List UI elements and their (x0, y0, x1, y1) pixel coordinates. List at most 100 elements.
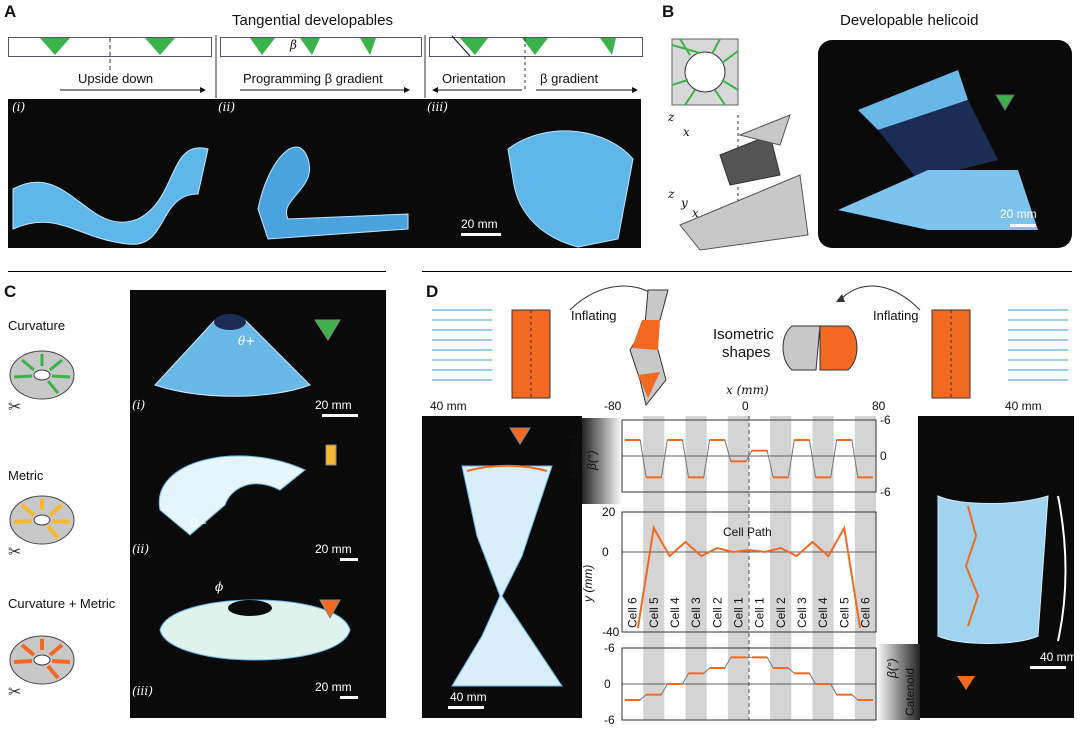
catenoid-chart-stair (625, 656, 873, 701)
scalebar-a (461, 233, 501, 236)
divider-left (8, 271, 386, 272)
panel-b-title: Developable helicoid (840, 12, 979, 29)
row-label-metric: Metric (8, 468, 44, 483)
sub-label-a-i: (i) (12, 100, 26, 114)
scalebar-d-left (448, 706, 484, 709)
cell-label: Cell 4 (816, 597, 830, 628)
helicoid-chart-stair (625, 439, 873, 478)
cell-label: Cell 1 (753, 597, 767, 628)
sub-label-a-iii: (iii) (427, 100, 448, 114)
cell-label: Cell 6 (858, 597, 872, 628)
mid-y-label: y (mm) (581, 565, 595, 603)
helicoid-y-tick: 0 (880, 449, 887, 463)
mid-y-tick: 20 (602, 505, 616, 519)
panel-a-photo (8, 99, 641, 248)
cell-label: Cell 6 (626, 597, 640, 628)
cell-label: Cell 3 (689, 597, 703, 628)
cell-path-title: Cell Path (723, 525, 772, 539)
scalebar-c1 (322, 414, 358, 417)
arrow-label-beta-gradient: β gradient (540, 71, 599, 86)
axis-x-top: x (683, 125, 690, 139)
panel-c-letter: C (4, 282, 17, 301)
scale-label-c1: 20 mm (315, 398, 352, 412)
arrow-label-upside-down: Upside down (78, 71, 154, 86)
axis-z-top: z (668, 110, 675, 124)
axis-x-bottom: x (692, 206, 699, 220)
sub-label-c-ii: (ii) (132, 542, 150, 556)
sub-label-c-iii: (iii) (132, 684, 153, 698)
panel-d-top-schematics (432, 285, 1068, 407)
mid-y-tick: -40 (602, 625, 620, 639)
x-tick-right: 80 (872, 399, 886, 413)
catenoid-inset-icon (957, 676, 975, 690)
panel-c-photo (130, 290, 386, 718)
theta-plus: θ+ (238, 334, 256, 348)
cell-label: Cell 3 (795, 597, 809, 628)
helicoid-side-label: Helicoid (567, 435, 581, 478)
cell-path-line (636, 525, 862, 629)
panel-a-letter: A (4, 2, 17, 21)
inflating-right: Inflating (873, 308, 919, 323)
panel-b-photo (818, 40, 1072, 248)
isometric-line1: Isometric (713, 326, 774, 343)
arrow-label-orientation: Orientation (442, 71, 506, 86)
x-axis-label: x (mm) (726, 383, 769, 397)
cell-label: Cell 2 (710, 597, 724, 628)
catenoid-y-tick: -6 (604, 641, 615, 655)
row-label-curvature-metric: Curvature + Metric (8, 596, 116, 611)
scale-photo-right: 40 mm (1040, 650, 1077, 664)
arrow-label-programming: Programming β gradient (243, 71, 383, 86)
scalebar-d-right (1030, 666, 1066, 669)
helicoid-schematic (671, 38, 809, 251)
panel-d-photo-left (422, 416, 582, 718)
scalebar-b (1010, 224, 1036, 227)
scale-top-left: 40 mm (430, 399, 467, 413)
disc-schematics: ✂ ✂ ✂ (8, 350, 75, 701)
axis-z-bottom: z (668, 187, 675, 201)
phi-symbol: ϕ (215, 580, 224, 594)
cell-label: Cell 5 (647, 597, 661, 628)
x-tick-mid: 0 (742, 399, 749, 413)
scale-label-b: 20 mm (1000, 207, 1037, 221)
scale-label-c2: 20 mm (315, 542, 352, 556)
scalebar-c2 (340, 558, 358, 561)
catenoid-y-tick: -6 (604, 713, 615, 727)
panel-d-letter: D (426, 282, 439, 301)
catenoid-side-bar (876, 644, 920, 720)
scale-label-a: 20 mm (461, 217, 498, 231)
helicoid-y-tick: -6 (880, 485, 891, 499)
scissors-icon-2: ✂ (8, 544, 21, 561)
scale-top-right: 40 mm (1005, 399, 1042, 413)
isometric-line2: shapes (722, 344, 771, 361)
scissors-icon-1: ✂ (8, 399, 21, 416)
sub-label-a-ii: (ii) (218, 100, 236, 114)
divider-right (422, 271, 1072, 272)
scale-label-c3: 20 mm (315, 680, 352, 694)
x-tick-left: -80 (604, 399, 622, 413)
cell-label: Cell 1 (731, 597, 745, 628)
catenoid-side-label: Catenoid (903, 668, 917, 716)
mid-y-tick: 0 (602, 545, 609, 559)
beta-label-bottom: β(°) (885, 658, 899, 679)
scalebar-c3 (340, 696, 358, 699)
inflating-left: Inflating (571, 308, 617, 323)
scale-photo-left: 40 mm (450, 690, 487, 704)
row-label-curvature: Curvature (8, 318, 66, 333)
catenoid-y-tick: 0 (604, 677, 611, 691)
cell-label: Cell 5 (837, 597, 851, 628)
panel-b-letter: B (662, 2, 675, 21)
scissors-icon-3: ✂ (8, 684, 21, 701)
sub-label-c-i: (i) (132, 398, 146, 412)
mid-frame (621, 511, 877, 633)
panel-a-title: Tangential developables (232, 12, 393, 29)
panel-d-photo-right (918, 416, 1074, 718)
strip-triangles (40, 35, 638, 98)
beta-symbol: β (290, 38, 297, 52)
helicoid-side-bar (582, 418, 622, 504)
beta-label-top: β(°) (585, 450, 599, 471)
helicoid-y-tick: -6 (880, 413, 891, 427)
axis-y-bottom: y (681, 196, 688, 210)
theta-minus: θ− (190, 516, 208, 530)
cell-label: Cell 2 (774, 597, 788, 628)
